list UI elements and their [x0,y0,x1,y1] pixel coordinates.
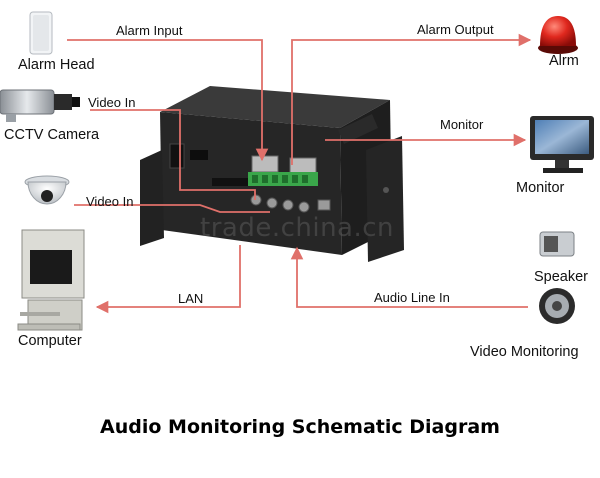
monitor-connection-label: Monitor [440,117,484,132]
lan-label: LAN [178,291,204,306]
dome-camera-icon [24,175,70,205]
speaker-label: Speaker [534,269,589,285]
computer-label: Computer [18,333,82,349]
speaker-icon [539,231,575,257]
video-monitoring-label: Video Monitoring [470,344,579,360]
video-monitoring-icon [539,288,575,324]
connection-wires [67,33,532,314]
diagram-title: Audio Monitoring Schematic Diagram [100,416,500,438]
video-in-label-top: Video In [88,95,136,110]
cctv-camera-label: CCTV Camera [4,127,100,143]
computer-icon [17,229,85,331]
alarm-head-label: Alarm Head [18,57,95,73]
cctv-camera-icon [0,89,80,122]
alarm-light-icon [538,16,578,54]
alarm-label: Alrm [549,53,579,69]
watermark: trade.china.cn [200,213,395,243]
video-in-label-bottom: Video In [86,194,134,209]
audio-monitoring-device [140,86,404,262]
audio-line-in-label: Audio Line In [374,290,450,305]
alarm-head-icon [29,11,53,55]
alarm-output-label: Alarm Output [417,22,494,37]
monitor-label: Monitor [516,180,565,196]
alarm-input-label: Alarm Input [116,23,183,38]
monitor-icon [530,116,594,173]
